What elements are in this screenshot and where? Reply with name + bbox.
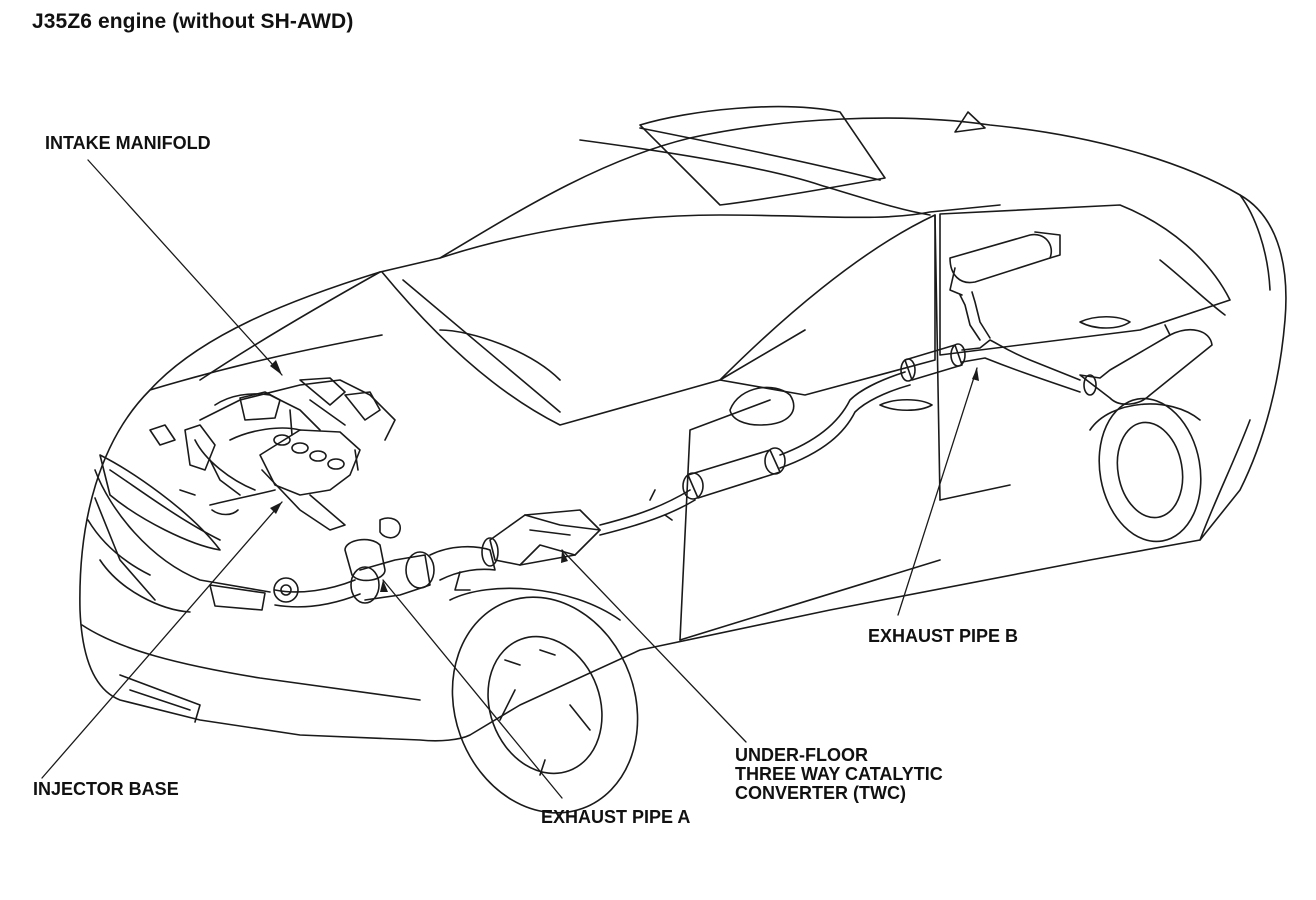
label-twc-line-1: UNDER-FLOOR xyxy=(735,745,868,765)
leader-injector-base xyxy=(41,501,283,779)
leader-exhaust-pipe-b xyxy=(897,367,978,616)
leader-exhaust-pipe-a xyxy=(382,579,563,799)
label-exhaust-pipe-b: EXHAUST PIPE B xyxy=(868,626,1019,646)
diagram-title: J35Z6 engine (without SH-AWD) xyxy=(32,10,354,33)
exhaust-system xyxy=(273,231,1213,608)
arrowheads xyxy=(270,360,979,592)
label-exhaust-pipe-a: EXHAUST PIPE A xyxy=(541,807,691,827)
car-body xyxy=(79,105,1287,814)
leader-intake-manifold xyxy=(87,159,283,376)
label-twc-line-2: THREE WAY CATALYTIC xyxy=(735,764,943,784)
label-intake-manifold: INTAKE MANIFOLD xyxy=(45,133,211,153)
label-injector-base: INJECTOR BASE xyxy=(33,779,179,799)
label-twc: UNDER-FLOOR THREE WAY CATALYTIC CONVERTE… xyxy=(735,746,943,803)
engine-assembly xyxy=(149,377,396,531)
leader-lines xyxy=(41,159,978,799)
leader-twc xyxy=(561,549,747,743)
label-twc-line-3: CONVERTER (TWC) xyxy=(735,783,906,803)
